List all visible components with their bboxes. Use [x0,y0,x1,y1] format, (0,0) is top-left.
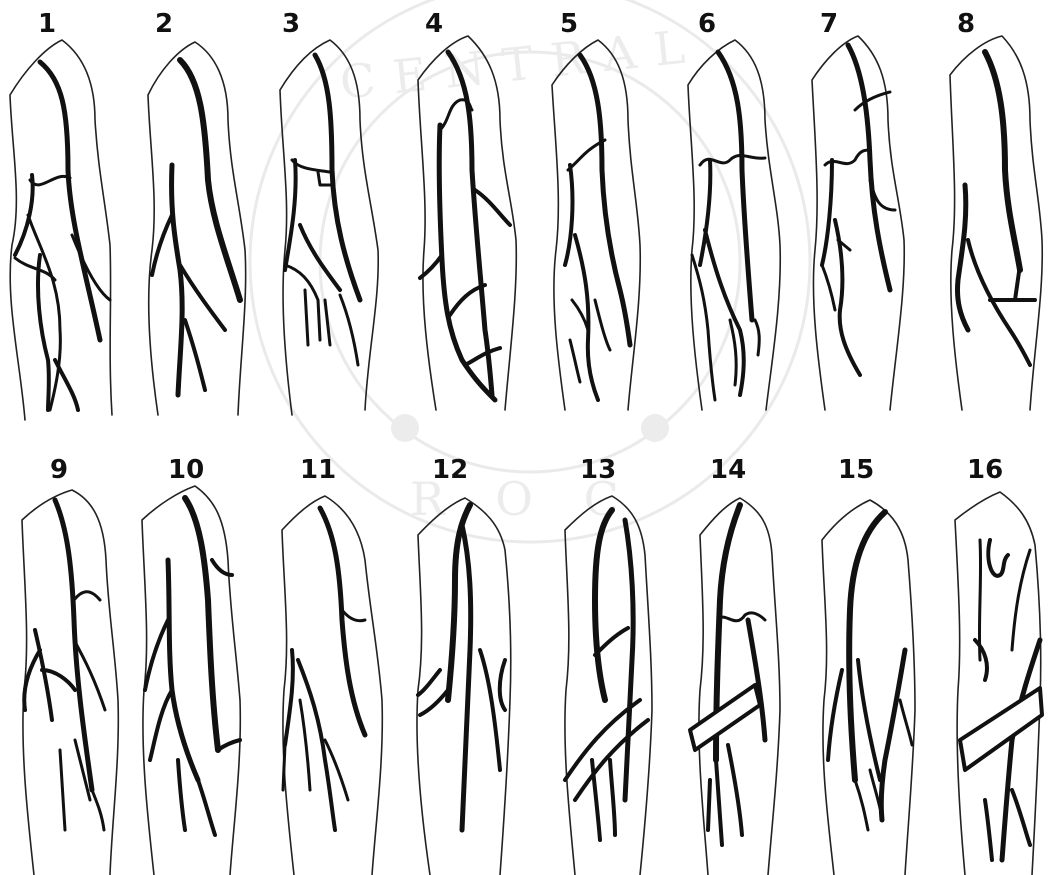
vein-7c [822,160,860,375]
vein-9a [55,500,92,790]
panel-11: 11 [282,455,382,875]
vein-2b [172,165,183,395]
panel-number-11: 11 [300,455,336,485]
vein-14b [718,613,765,621]
vein-10a [185,498,218,750]
vein-10b [168,560,198,780]
vein-16a [988,540,1008,576]
panel-number-4: 4 [425,9,443,39]
panel-number-3: 3 [282,9,300,39]
vein-7d [822,180,895,310]
panel-14: 14 [690,455,780,875]
panel-9: 9 [22,455,118,875]
panel-number-8: 8 [957,9,975,39]
panel-number-15: 15 [838,455,874,485]
vein-12c [418,650,505,770]
panel-2: 2 [148,9,246,415]
vein-4d [420,190,510,365]
panel-number-6: 6 [698,9,716,39]
panel-number-14: 14 [710,455,746,485]
panel-number-9: 9 [50,455,68,485]
vein-5c [565,165,598,400]
panel-10: 10 [142,455,240,875]
vein-10c [145,560,240,835]
forearm-outline-10 [142,486,240,875]
forearm-outline-13 [565,496,652,875]
panel-8: 8 [950,9,1042,410]
vein-13d [565,700,648,840]
vein-6a [718,52,752,320]
panel-1: 1 [10,9,112,420]
vein-8a [985,52,1020,270]
vein-1b [15,175,33,255]
vein-1e [15,235,110,300]
panel-number-12: 12 [432,455,468,485]
vein-12b [462,525,471,830]
panel-number-5: 5 [560,9,578,39]
vein-15c [881,650,905,820]
vein-9b [24,630,75,720]
band-16 [960,688,1042,770]
vein-1d [38,255,78,410]
vein-2c [152,215,225,390]
vein-13a [595,510,612,700]
vein-13c [595,628,628,655]
panel-number-7: 7 [820,9,838,39]
vein-15a [849,512,885,780]
panel-number-10: 10 [168,455,204,485]
vein-8b [957,185,968,330]
panel-7: 7 [812,9,904,410]
panel-13: 13 [565,455,652,875]
vein-13b [625,520,633,800]
vein-2a [180,60,240,300]
panel-number-2: 2 [155,9,173,39]
vein-7b [825,92,890,165]
panel-number-13: 13 [580,455,616,485]
panel-number-1: 1 [38,9,56,39]
panel-15: 15 [822,455,915,875]
panel-number-16: 16 [967,455,1003,485]
vein-3b [292,160,332,185]
vein-8c [968,240,1035,365]
panel-16: 16 [955,455,1042,875]
vein-11b [285,650,335,830]
vein-1a [40,62,100,340]
svg-text:CENTRAL: CENTRAL [337,18,705,110]
vein-14c [748,620,765,740]
